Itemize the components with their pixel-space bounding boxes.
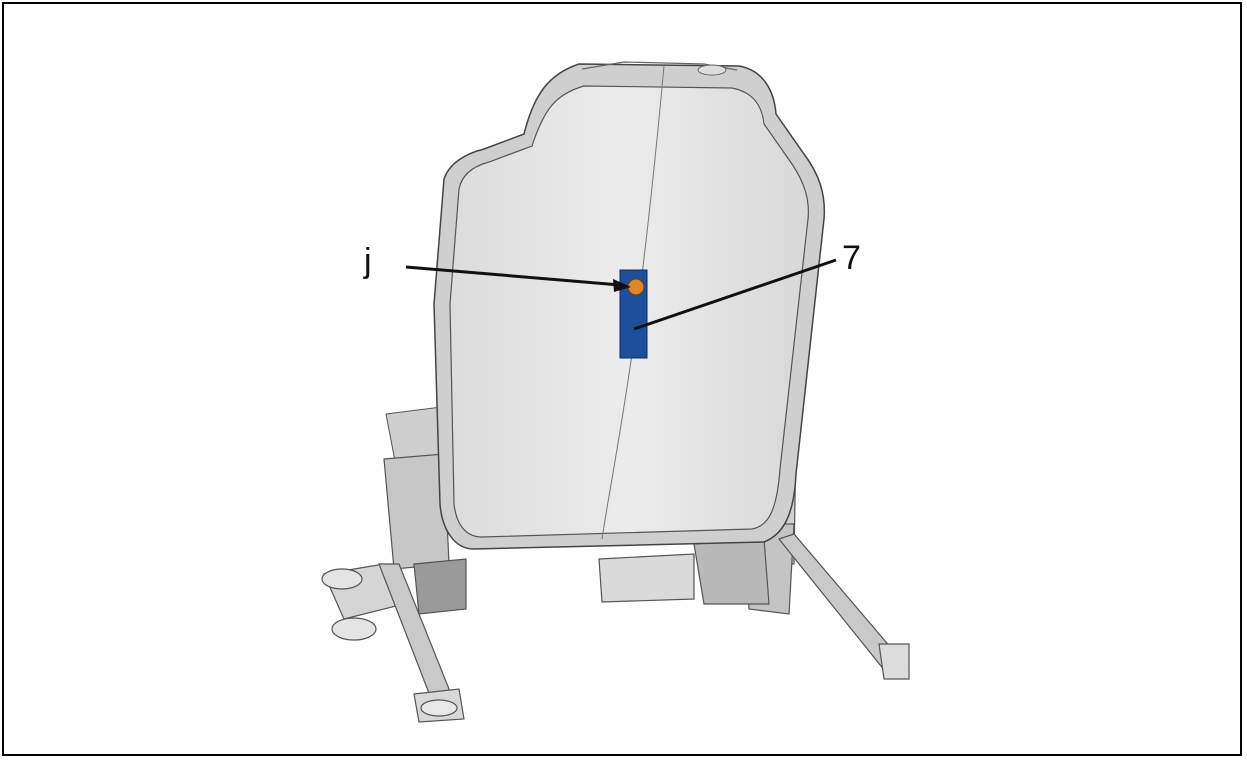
leader-line-j xyxy=(405,265,621,287)
leader-line-7 xyxy=(633,258,837,331)
left-leg-assembly xyxy=(321,453,467,723)
callout-label-j: j xyxy=(364,242,372,280)
leader-arrow-j xyxy=(613,279,631,292)
callout-label-7: 7 xyxy=(842,239,861,277)
seat-illustration xyxy=(321,61,911,723)
